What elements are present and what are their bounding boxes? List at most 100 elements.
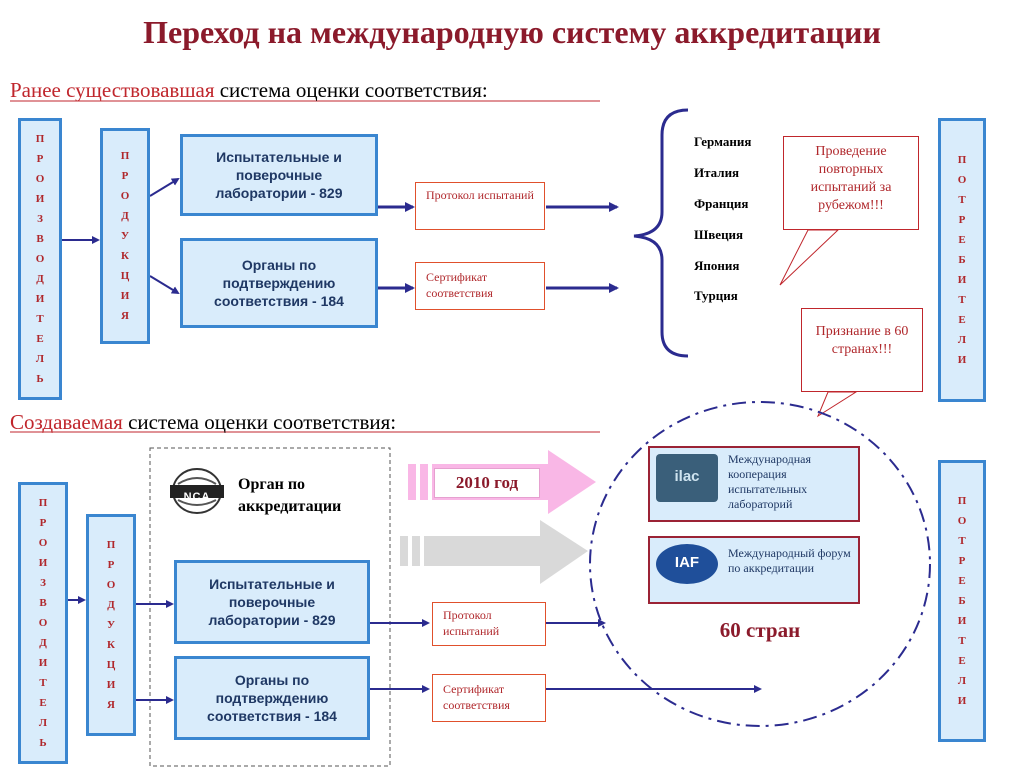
new-certbodies-box: Органы по подтверждению соответствия - 1… <box>174 656 370 740</box>
old-labs-box: Испытательные и поверочные лаборатории -… <box>180 134 378 216</box>
letter: И <box>38 557 48 569</box>
letter: Я <box>121 310 129 322</box>
iaf-logo-text: IAF <box>674 554 700 571</box>
letter: Б <box>958 254 966 266</box>
letter: Б <box>958 595 966 607</box>
new-labs-box: Испытательные и поверочные лаборатории -… <box>174 560 370 644</box>
grey-arrow-stub-1 <box>400 536 408 566</box>
country-item: Швеция <box>694 227 744 242</box>
letter: К <box>107 639 115 651</box>
letter: И <box>120 290 130 302</box>
letter: Д <box>121 210 129 222</box>
letter: И <box>35 293 45 305</box>
letter: П <box>120 150 130 162</box>
grey-arrow-stub-2 <box>412 536 420 566</box>
letter: В <box>36 233 44 245</box>
letter: Л <box>35 353 45 365</box>
countries-count: 60 стран <box>719 618 801 642</box>
letter: Р <box>958 555 966 567</box>
letter: Я <box>107 699 115 711</box>
country-item: Франция <box>694 196 749 211</box>
letter: П <box>106 539 116 551</box>
pink-arrow-stub-1 <box>408 464 416 500</box>
letter: Е <box>958 575 966 587</box>
letter: Е <box>39 697 47 709</box>
letter: И <box>38 657 48 669</box>
letter: Т <box>958 535 966 547</box>
letter: П <box>35 133 45 145</box>
letter: Р <box>39 517 47 529</box>
old-protocol-box: Протокол испытаний <box>415 182 545 230</box>
international-circle <box>589 401 931 727</box>
letter: О <box>957 515 967 527</box>
accreditation-dashed-frame <box>149 447 391 767</box>
ilac-logo-text: ilac <box>674 468 700 485</box>
letter: Л <box>957 334 967 346</box>
letter: П <box>38 497 48 509</box>
letter: К <box>121 250 129 262</box>
letter: И <box>35 193 45 205</box>
letter: Ц <box>120 270 130 282</box>
letter: Ь <box>39 737 47 749</box>
new-system-label-rest: система оценки соответствия: <box>122 410 397 434</box>
letter: О <box>957 174 967 186</box>
letter: Р <box>121 170 129 182</box>
new-system-label: Создаваемая система оценки соответствия: <box>10 410 396 435</box>
new-protocol-box: Протокол испытаний <box>432 602 546 646</box>
country-item: Германия <box>694 134 752 149</box>
letter: Е <box>958 234 966 246</box>
letter: В <box>39 597 47 609</box>
ilac-text: Международная кооперация испытательных л… <box>728 452 812 511</box>
ilac-logo-icon <box>656 454 718 502</box>
iaf-text: Международный форум по аккредитации <box>728 546 851 575</box>
old-system-label-highlight: Ранее существовавшая <box>10 78 215 102</box>
arrow-product-labs-old <box>149 177 180 197</box>
arrow-product-cert-old <box>149 275 180 295</box>
letter: И <box>106 679 116 691</box>
letter: Т <box>36 313 44 325</box>
letter: У <box>106 619 116 631</box>
letter: Т <box>958 635 966 647</box>
callout-retest: Проведение повторных испытаний за рубежо… <box>783 136 919 230</box>
letter: О <box>120 190 130 202</box>
letter: Т <box>39 677 47 689</box>
letter: Д <box>39 637 47 649</box>
letter: И <box>957 615 967 627</box>
letter: Е <box>36 333 44 345</box>
iaf-logo-icon <box>656 544 718 584</box>
letter: Л <box>957 675 967 687</box>
letter: Р <box>107 559 115 571</box>
letter: И <box>957 695 967 707</box>
letter: Р <box>958 214 966 226</box>
letter: Д <box>107 599 115 611</box>
pink-arrow-stub-2 <box>420 464 428 500</box>
letter: И <box>957 274 967 286</box>
letter: Ц <box>106 659 116 671</box>
grey-arrow <box>424 520 588 584</box>
new-system-label-highlight: Создаваемая <box>10 410 123 434</box>
old-certbodies-box: Органы по подтверждению соответствия - 1… <box>180 238 378 328</box>
old-system-label: Ранее существовавшая система оценки соот… <box>10 78 488 103</box>
old-system-label-rest: система оценки соответствия: <box>214 78 488 102</box>
callout-recognition-tail <box>816 391 858 418</box>
callout-recognition: Признание в 60 странах!!! <box>801 308 923 392</box>
letter: О <box>38 537 48 549</box>
letter: Е <box>958 655 966 667</box>
letter: Т <box>958 294 966 306</box>
new-certificate-box: Сертификат соответствия <box>432 674 546 722</box>
letter: Т <box>958 194 966 206</box>
brace-countries <box>633 108 689 358</box>
callout-retest-tail <box>779 229 840 286</box>
country-item: Япония <box>694 258 740 273</box>
letter: П <box>957 154 967 166</box>
letter: З <box>40 577 46 589</box>
letter: Л <box>38 717 48 729</box>
letter: Р <box>36 153 44 165</box>
letter: Е <box>958 314 966 326</box>
